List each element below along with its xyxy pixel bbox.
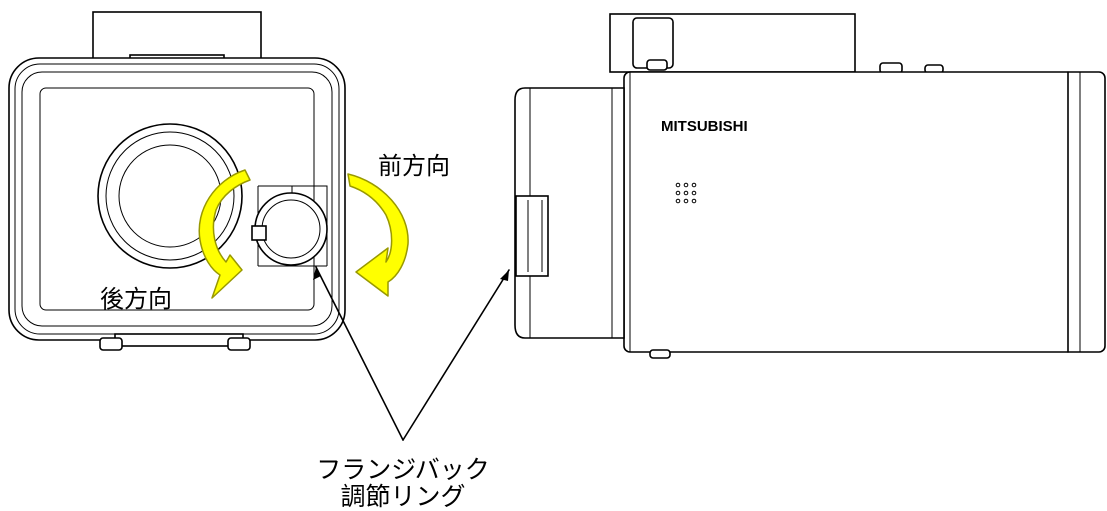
- forward-direction-label: 前方向: [378, 152, 450, 180]
- backward-rotation-arrow: [198, 169, 251, 299]
- flange-back-ring-front: [251, 185, 328, 267]
- flange-back-label-line1: フランジバック: [316, 455, 490, 484]
- camera-side-view: MITSUBISHI: [514, 13, 1106, 359]
- brand-logo: MITSUBISHI: [661, 118, 748, 135]
- vent-holes: [675, 182, 697, 204]
- flange-back-ring-side: [515, 195, 549, 277]
- flange-back-label-line2: 調節リング: [340, 482, 465, 511]
- callout-lines: [313, 266, 510, 441]
- forward-rotation-arrow: [347, 173, 409, 297]
- backward-direction-label: 後方向: [100, 285, 172, 313]
- camera-front-view: [8, 11, 409, 351]
